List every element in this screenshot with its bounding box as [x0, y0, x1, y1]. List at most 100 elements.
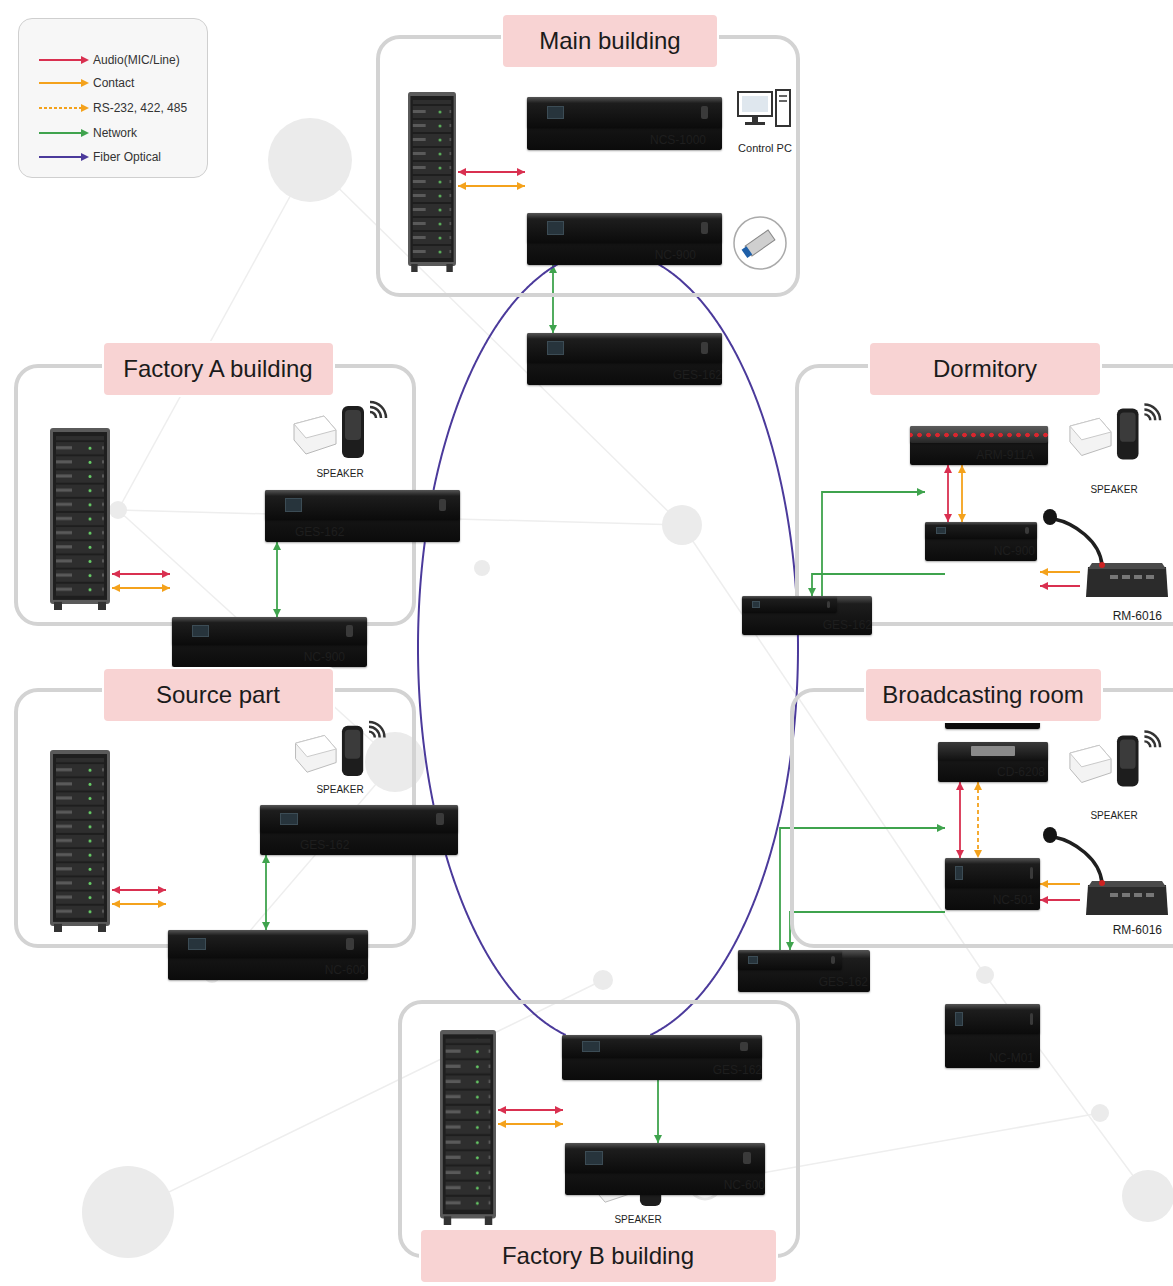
device-label: SPEAKER [316, 468, 363, 480]
rack-wire [112, 903, 166, 905]
network-backdrop [118, 510, 395, 762]
network-backdrop-dots [474, 560, 490, 576]
label-row: Control PC [734, 140, 796, 158]
device-label: CD-6208 [997, 765, 1045, 779]
device-body [527, 333, 722, 363]
network-cable [265, 855, 267, 930]
speaker: SPEAKER [586, 1150, 690, 1229]
audio-wire [1040, 585, 1080, 587]
legend-text: Contact [93, 76, 134, 90]
device-knob [827, 601, 831, 608]
contact-wire [1040, 571, 1080, 573]
device-label: GES-162 [823, 618, 872, 632]
building-title: Broadcasting room [882, 681, 1083, 708]
device-display [748, 956, 757, 965]
speaker-icon [1070, 732, 1160, 787]
controller-unit: NC-600 [168, 930, 368, 980]
legend-arrowhead [81, 56, 89, 64]
network-backdrop-dots [1122, 1170, 1173, 1222]
fiber-ring [446, 855, 566, 1035]
speaker: SPEAKER [288, 400, 392, 483]
legend-arrowhead [81, 153, 89, 161]
device-display [547, 221, 565, 234]
network-backdrop-dots [109, 501, 127, 519]
legend-entry: RS-232, 422, 485 [19, 100, 187, 116]
device-body [925, 522, 1037, 539]
label-row: GES-162 [527, 367, 722, 385]
legend-line [39, 107, 82, 109]
network-switch: GES-162 [260, 805, 458, 855]
device-knob [701, 222, 709, 234]
device-display [582, 1041, 600, 1051]
device-knob [439, 499, 447, 511]
label-row: NC-600 [565, 1177, 765, 1195]
label-row: SPEAKER [288, 466, 392, 483]
sfp-module-icon [734, 217, 786, 269]
label-row: SPEAKER [288, 782, 392, 799]
building-title: Dormitory [933, 355, 1037, 382]
label-row: SPEAKER [1064, 808, 1164, 825]
label-row: GES-162 [265, 524, 460, 542]
device-display [971, 746, 1015, 756]
device-label: GES-162 [819, 975, 868, 989]
rack-wire [458, 171, 525, 173]
label-row: SPEAKER [586, 1212, 690, 1229]
device-label: RM-6016 [1113, 923, 1162, 937]
rack-wire [112, 573, 170, 575]
network-switch: GES-162 [527, 333, 722, 385]
network-backdrop-dots [82, 1166, 174, 1258]
device-label: ARM-911A [976, 448, 1034, 462]
network-backdrop-dots [268, 118, 352, 202]
pc-icon [752, 116, 758, 122]
equipment-rack [50, 92, 496, 1225]
network-switch: GES-162 [562, 1035, 762, 1080]
device-display [955, 866, 964, 879]
label-row: CD-6208 [938, 764, 1048, 782]
legend-arrowhead [81, 129, 89, 137]
rack-wire [498, 1123, 563, 1125]
title-tab: Broadcasting room [866, 669, 1101, 721]
fiber-ring [608, 250, 796, 596]
legend-entry: Fiber Optical [19, 149, 161, 165]
device-label: GES-162 [300, 838, 349, 852]
pc-icon [742, 96, 768, 112]
label-row: NC-900 [925, 543, 1037, 561]
pc-icon [779, 100, 787, 102]
serial-wire [977, 782, 979, 858]
rack-wire [498, 1109, 563, 1111]
device-label: Control PC [738, 142, 792, 155]
title-tab: Factory B building [421, 1230, 776, 1282]
rack-wire [458, 185, 525, 187]
icon-space [1064, 400, 1164, 478]
cd-player: CD-6208 [938, 742, 1048, 782]
rack-wire [112, 587, 170, 589]
legend-text: Network [93, 126, 137, 140]
icon-space [1080, 560, 1168, 604]
legend-line-sample [37, 77, 89, 89]
controller-unit: NC-900 [527, 213, 722, 265]
network-cable [812, 574, 945, 596]
device-display [955, 1012, 964, 1025]
microphone-icon [1043, 827, 1168, 915]
contact-wire [961, 465, 963, 522]
icon-space [288, 722, 392, 778]
network-cable [822, 492, 925, 596]
network-cable [552, 265, 554, 333]
legend-entry: Network [19, 125, 137, 141]
sfp-module-icon [742, 246, 753, 258]
legend-arrowhead [81, 79, 89, 87]
building-panel: SPEAKERGES-162NC-900Factory A building [14, 364, 416, 626]
title-tab: Factory A building [104, 343, 333, 395]
device-knob [740, 1042, 748, 1051]
speaker-icon [1070, 405, 1160, 460]
legend-line-sample [37, 127, 89, 139]
controller-unit: NC-501 [945, 858, 1040, 910]
device-label: GES-162 [673, 368, 722, 382]
network-backdrop [118, 160, 1148, 1212]
device-label: SPEAKER [614, 1214, 661, 1226]
device-body [562, 1035, 762, 1058]
device-body [265, 490, 460, 520]
device-knob [743, 1152, 751, 1164]
legend-arrowhead [81, 104, 89, 112]
equipment-rack [440, 1030, 496, 1225]
